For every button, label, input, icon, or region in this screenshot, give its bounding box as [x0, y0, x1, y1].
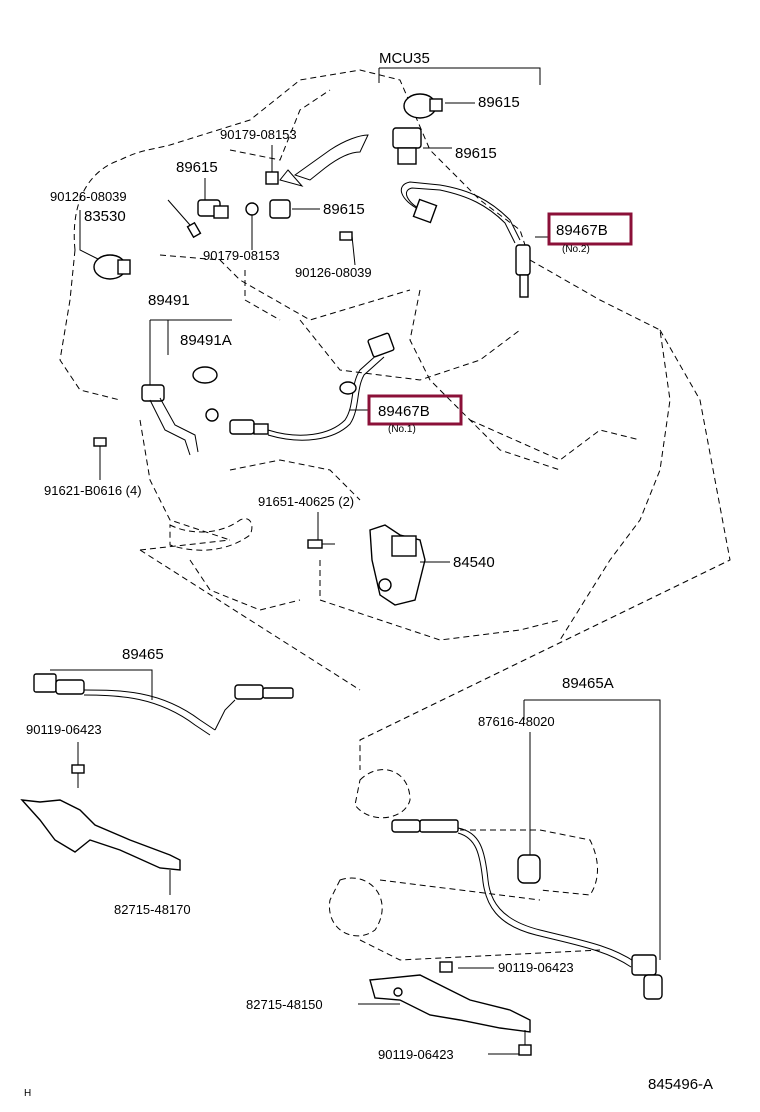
label-90119-06423-b: 90119-06423	[498, 960, 574, 975]
label-89615-b: 89615	[455, 145, 497, 162]
exhaust-manifold-outline	[169, 518, 601, 961]
label-90126-08039-a: 90126-08039	[50, 189, 127, 204]
bolt-icon	[186, 221, 202, 239]
label-90119-06423-a: 90119-06423	[26, 722, 102, 737]
label-82715-48170: 82715-48170	[114, 902, 191, 917]
label-90119-06423-c: 90119-06423	[378, 1047, 454, 1062]
bolt-90119-b-icon	[439, 961, 453, 973]
oxygen-sensor-89465	[33, 673, 294, 736]
bolt-90119-a-icon	[71, 764, 85, 788]
label-89465A: 89465A	[562, 675, 614, 692]
corner-mark: H	[24, 1088, 31, 1099]
knock-sensor-upper	[403, 93, 475, 119]
label-90179-08153-a: 90179-08153	[220, 127, 297, 142]
crank-sensor-bracket	[141, 384, 199, 456]
oxygen-sensor-89465A	[391, 819, 663, 1000]
label-89465: 89465	[122, 646, 164, 663]
label-89615-c: 89615	[176, 159, 218, 176]
note-no2: (No.2)	[562, 244, 590, 255]
model-label: MCU35	[379, 50, 430, 67]
direction-arrow-icon	[279, 134, 369, 187]
label-90179-08153-b: 90179-08153	[203, 248, 280, 263]
knock-sensor-lower	[392, 127, 452, 165]
engine-outline	[59, 69, 731, 770]
bracket-82715-48150	[369, 974, 531, 1033]
label-90126-08039-b: 90126-08039	[295, 265, 372, 280]
bolt-91621-icon	[93, 437, 107, 462]
bolt-90119-c-icon	[518, 1030, 532, 1056]
label-89491: 89491	[148, 292, 190, 309]
vss-sensor-icon	[197, 199, 229, 219]
highlight-89467B-no1	[367, 394, 463, 426]
nut-icon	[265, 171, 279, 185]
bracket-82715-48170	[20, 799, 181, 871]
label-89467B-no1: 89467B	[378, 403, 430, 420]
label-89467B-no2: 89467B	[556, 222, 608, 239]
o-ring-icon	[192, 366, 218, 384]
cam-sensor-icon	[245, 199, 320, 219]
label-91621-b0616: 91621-B0616 (4)	[44, 483, 142, 498]
neutral-start-switch-icon	[369, 524, 426, 606]
circle-marker	[205, 408, 219, 422]
oxygen-sensor-no1	[229, 332, 395, 441]
label-89615-a: 89615	[478, 94, 520, 111]
bolt-small-icon	[339, 231, 353, 241]
oxygen-sensor-no2	[400, 181, 531, 298]
label-82715-48150: 82715-48150	[246, 997, 323, 1012]
label-83530: 83530	[84, 208, 126, 225]
note-no1: (No.1)	[388, 424, 416, 435]
label-91651-40625: 91651-40625 (2)	[258, 494, 354, 509]
label-84540: 84540	[453, 554, 495, 571]
highlight-89467B-no2	[547, 212, 633, 246]
label-89491A: 89491A	[180, 332, 232, 349]
label-89615-d: 89615	[323, 201, 365, 218]
label-87616-48020: 87616-48020	[478, 714, 555, 729]
grommet-87616-icon	[517, 854, 541, 884]
bolt-91651-icon	[307, 539, 335, 549]
figure-id: 845496-A	[648, 1076, 713, 1093]
oil-pressure-switch-icon	[93, 254, 131, 280]
